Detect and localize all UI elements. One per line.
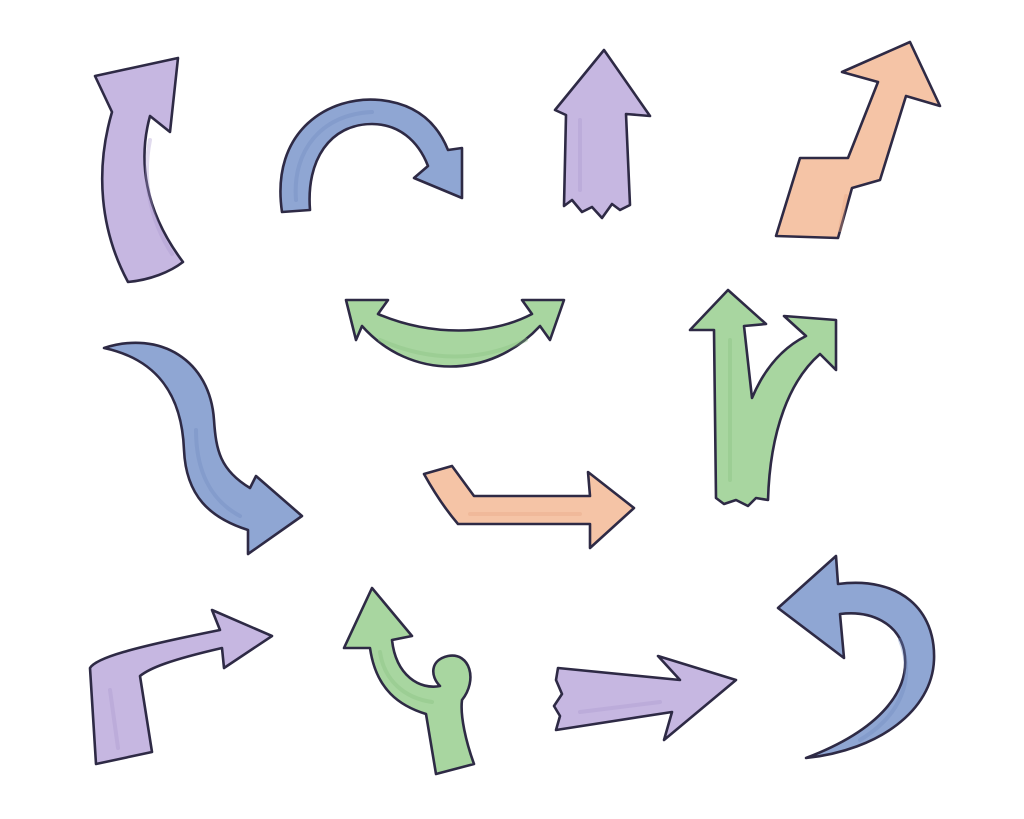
- split-fork-up-arrow-icon: [688, 288, 838, 508]
- zigzag-up-right-arrow-icon: [774, 40, 942, 240]
- curved-up-arrow-icon: [93, 56, 185, 284]
- torn-up-arrow-icon: [553, 48, 652, 220]
- s-curve-down-right-arrow-icon: [102, 341, 304, 556]
- elbow-up-right-arrow-icon: [88, 608, 274, 766]
- bent-right-arrow-icon: [422, 464, 636, 550]
- torn-right-arrow-icon: [552, 654, 738, 742]
- loop-up-arrow-icon: [342, 586, 476, 776]
- u-turn-back-arrow-icon: [776, 554, 936, 760]
- arc-clockwise-arrow-icon: [279, 98, 464, 214]
- double-ended-curved-arrow-icon: [344, 298, 566, 368]
